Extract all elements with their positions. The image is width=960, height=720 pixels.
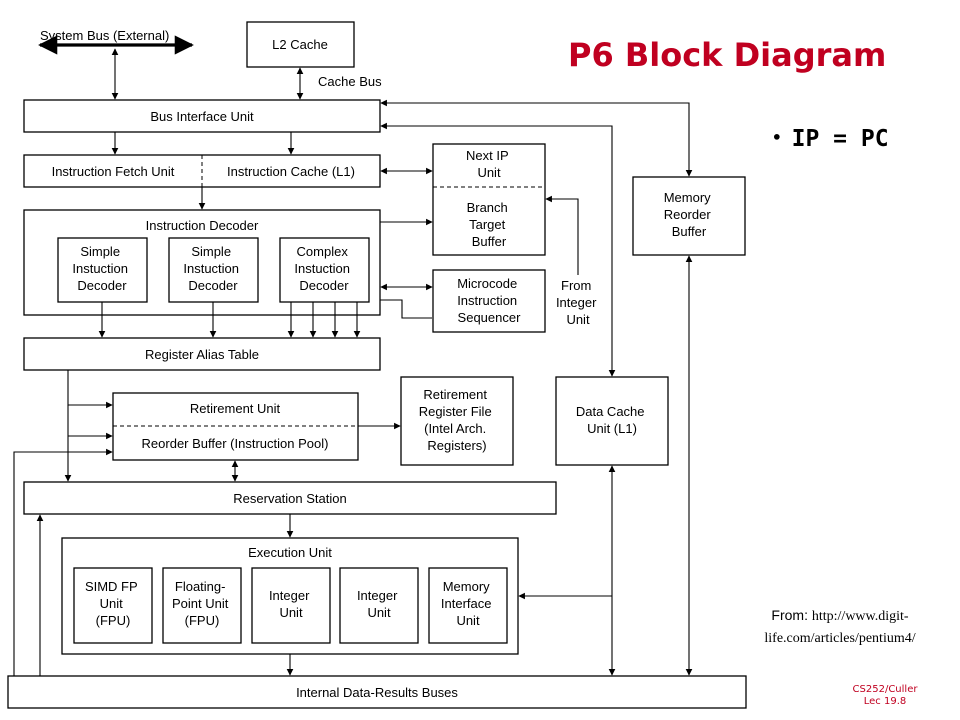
l2-cache-label: L2 Cache [272, 37, 328, 52]
simple-decoder-2-label: Simple Instuction Decoder [183, 244, 242, 293]
execution-unit: Execution Unit SIMD FP Unit (FPU) Floati… [61, 537, 519, 655]
source-url-line1: http://www.digit- [811, 609, 909, 624]
footer-course: CS252/Culler [852, 684, 918, 695]
internal-buses-label: Internal Data-Results Buses [296, 685, 458, 700]
branch-target-buffer-label: Branch Target Buffer [467, 200, 512, 249]
from-integer-unit-label: From Integer Unit [556, 278, 600, 327]
register-alias-table: Register Alias Table [23, 337, 381, 371]
bullet-text: IP = PC [791, 126, 889, 152]
memory-reorder-buffer-label: Memory Reorder Buffer [664, 190, 715, 239]
source-prefix: From: [771, 607, 812, 623]
source-citation: From: http://www.digit- life.com/article… [745, 604, 935, 650]
simd-fp-unit-label: SIMD FP Unit (FPU) [85, 579, 141, 628]
fetch-and-icache-block: Instruction Fetch Unit Instruction Cache… [23, 154, 381, 188]
data-cache-unit-label: Data Cache Unit (L1) [576, 404, 648, 436]
retirement-register-file-label: Retirement Register File (Intel Arch. Re… [419, 387, 496, 453]
instruction-decoder: Instruction Decoder Simple Instuction De… [23, 209, 381, 316]
retirement-unit-label: Retirement Unit [190, 401, 281, 416]
footer-lecture: Lec 19.8 [863, 696, 907, 707]
floating-point-unit-label: Floating- Point Unit (FPU) [172, 579, 232, 628]
l2-cache-block: L2 Cache [246, 21, 355, 68]
system-bus: System Bus (External) [38, 28, 194, 55]
integer-unit-1-label: Integer Unit [269, 588, 313, 620]
bus-interface-unit: Bus Interface Unit [23, 99, 381, 133]
bullet-dot-icon: • [772, 128, 782, 147]
data-cache-unit: Data Cache Unit (L1) [555, 376, 669, 466]
instruction-cache-label: Instruction Cache (L1) [227, 164, 355, 179]
integer-unit-2-label: Integer Unit [357, 588, 401, 620]
microcode-sequencer-label: Microcode Instruction Sequencer [457, 276, 521, 325]
memory-interface-unit-label: Memory Interface Unit [441, 579, 495, 628]
reservation-station-label: Reservation Station [233, 491, 346, 506]
slide-footer: CS252/Culler Lec 19.8 [826, 684, 944, 708]
execution-unit-label: Execution Unit [248, 545, 332, 560]
bullet-ip-equals-pc: • IP = PC [772, 126, 889, 152]
system-bus-label: System Bus (External) [40, 28, 169, 43]
source-url-line2: life.com/articles/pentium4/ [764, 631, 916, 646]
instruction-decoder-label: Instruction Decoder [146, 218, 259, 233]
microcode-sequencer: Microcode Instruction Sequencer [432, 269, 546, 333]
reservation-station: Reservation Station [23, 481, 557, 515]
internal-data-results-buses: Internal Data-Results Buses [7, 675, 747, 709]
retirement-and-rob-block: Retirement Unit Reorder Buffer (Instruct… [112, 392, 359, 461]
memory-reorder-buffer: Memory Reorder Buffer [632, 176, 746, 256]
retirement-register-file: Retirement Register File (Intel Arch. Re… [400, 376, 514, 466]
next-ip-and-btb-block: Next IP Unit Branch Target Buffer [432, 143, 546, 256]
instruction-fetch-unit-label: Instruction Fetch Unit [52, 164, 175, 179]
slide-title: P6 Block Diagram [568, 36, 887, 74]
simple-decoder-1-label: Simple Instuction Decoder [72, 244, 131, 293]
bus-interface-unit-label: Bus Interface Unit [150, 109, 254, 124]
reorder-buffer-label: Reorder Buffer (Instruction Pool) [142, 436, 329, 451]
register-alias-table-label: Register Alias Table [145, 347, 259, 362]
connector-arrows [13, 48, 693, 676]
complex-decoder-label: Complex Instuction Decoder [294, 244, 353, 293]
cache-bus-label: Cache Bus [318, 74, 382, 89]
